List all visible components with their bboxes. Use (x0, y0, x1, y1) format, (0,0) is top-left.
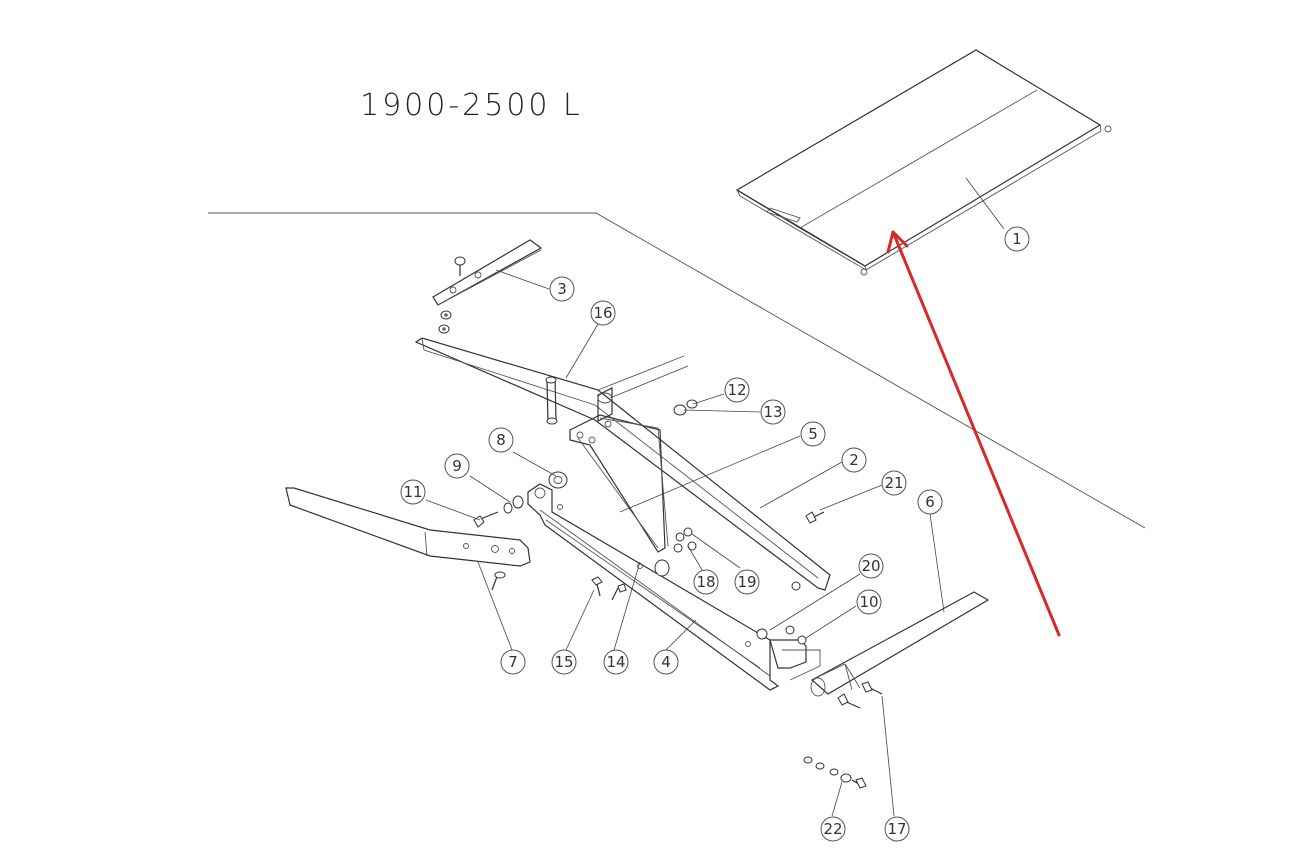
part-strip (432, 239, 543, 334)
callout-12-label: 12 (727, 381, 746, 399)
callout-11-label: 11 (403, 483, 422, 501)
callout-1: 1 (1004, 226, 1030, 252)
callout-15-label: 15 (554, 653, 573, 671)
part-main-beam (414, 337, 831, 591)
callout-22: 22 (820, 816, 846, 842)
leader-lines (425, 177, 1005, 817)
callout-3: 3 (549, 276, 575, 302)
reference-lines (208, 212, 1146, 529)
callout-7: 7 (500, 649, 526, 675)
callout-9: 9 (444, 453, 470, 479)
callout-12: 12 (724, 377, 750, 403)
callout-14: 14 (603, 649, 629, 675)
callout-21-label: 21 (884, 474, 903, 492)
callout-16: 16 (590, 300, 616, 326)
callout-16-label: 16 (593, 304, 612, 322)
callout-7-label: 7 (508, 653, 518, 671)
callout-4-label: 4 (661, 653, 671, 671)
callout-13: 13 (760, 399, 786, 425)
part-handle-arm (285, 487, 531, 591)
callout-4: 4 (653, 649, 679, 675)
callout-3-label: 3 (557, 280, 567, 298)
callout-5-label: 5 (808, 425, 818, 443)
part-tube (810, 591, 990, 697)
callout-8-label: 8 (496, 431, 506, 449)
callout-10: 10 (856, 589, 882, 615)
callout-9-label: 9 (452, 457, 462, 475)
callout-1-label: 1 (1012, 230, 1022, 248)
callout-14-label: 14 (606, 653, 625, 671)
part-inner-arm (569, 414, 669, 553)
callout-2: 2 (841, 447, 867, 473)
callout-15: 15 (551, 649, 577, 675)
part-cover (735, 49, 1112, 276)
callout-11: 11 (400, 479, 426, 505)
callout-20-label: 20 (861, 557, 880, 575)
part-pin (545, 376, 558, 425)
callout-20: 20 (858, 553, 884, 579)
callout-6: 6 (917, 489, 943, 515)
callout-17: 17 (884, 816, 910, 842)
hardware (473, 399, 883, 789)
callout-13-label: 13 (763, 403, 782, 421)
callout-19-label: 19 (737, 573, 756, 591)
part-lower-frame (527, 483, 821, 691)
drawing-title: 1900-2500 L (360, 88, 583, 123)
callout-5: 5 (800, 421, 826, 447)
callout-22-label: 22 (823, 820, 842, 838)
callout-2-label: 2 (849, 451, 859, 469)
callout-10-label: 10 (859, 593, 878, 611)
callout-19: 19 (734, 569, 760, 595)
callout-6-label: 6 (925, 493, 935, 511)
callout-18: 18 (693, 569, 719, 595)
callout-17-label: 17 (887, 820, 906, 838)
red-annotation-arrow (886, 230, 1061, 637)
callout-18-label: 18 (696, 573, 715, 591)
callout-21: 21 (881, 470, 907, 496)
callout-8: 8 (488, 427, 514, 453)
